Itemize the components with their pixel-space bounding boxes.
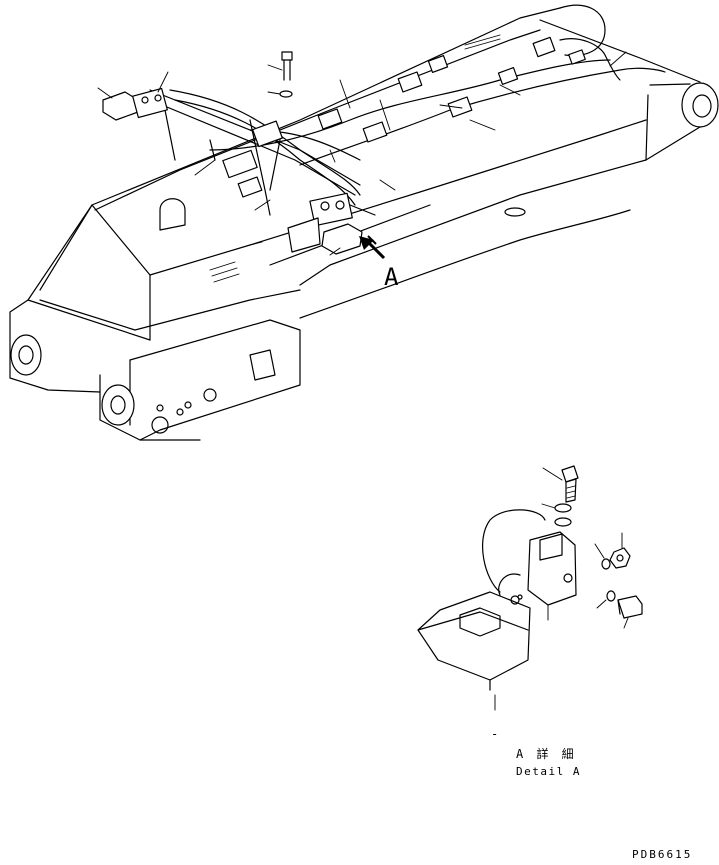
detail-caption-en: Detail A bbox=[516, 765, 581, 778]
work-light bbox=[417, 591, 531, 681]
boom-tip-pin bbox=[681, 82, 719, 128]
mount-bracket bbox=[527, 531, 577, 606]
boom-foot-pin-left bbox=[10, 334, 42, 376]
detail-leader-mark: - bbox=[491, 727, 498, 741]
view-label-a: A bbox=[384, 263, 399, 291]
boom-foot-pin-right bbox=[101, 384, 135, 426]
detail-caption-jp: A 詳 細 bbox=[516, 746, 577, 761]
detail-a-assembly bbox=[417, 465, 643, 711]
work-light-right bbox=[321, 223, 363, 255]
drawing-code: PDB6615 bbox=[632, 848, 692, 861]
boom-assembly bbox=[9, 4, 719, 441]
view-arrow-a bbox=[359, 235, 386, 260]
